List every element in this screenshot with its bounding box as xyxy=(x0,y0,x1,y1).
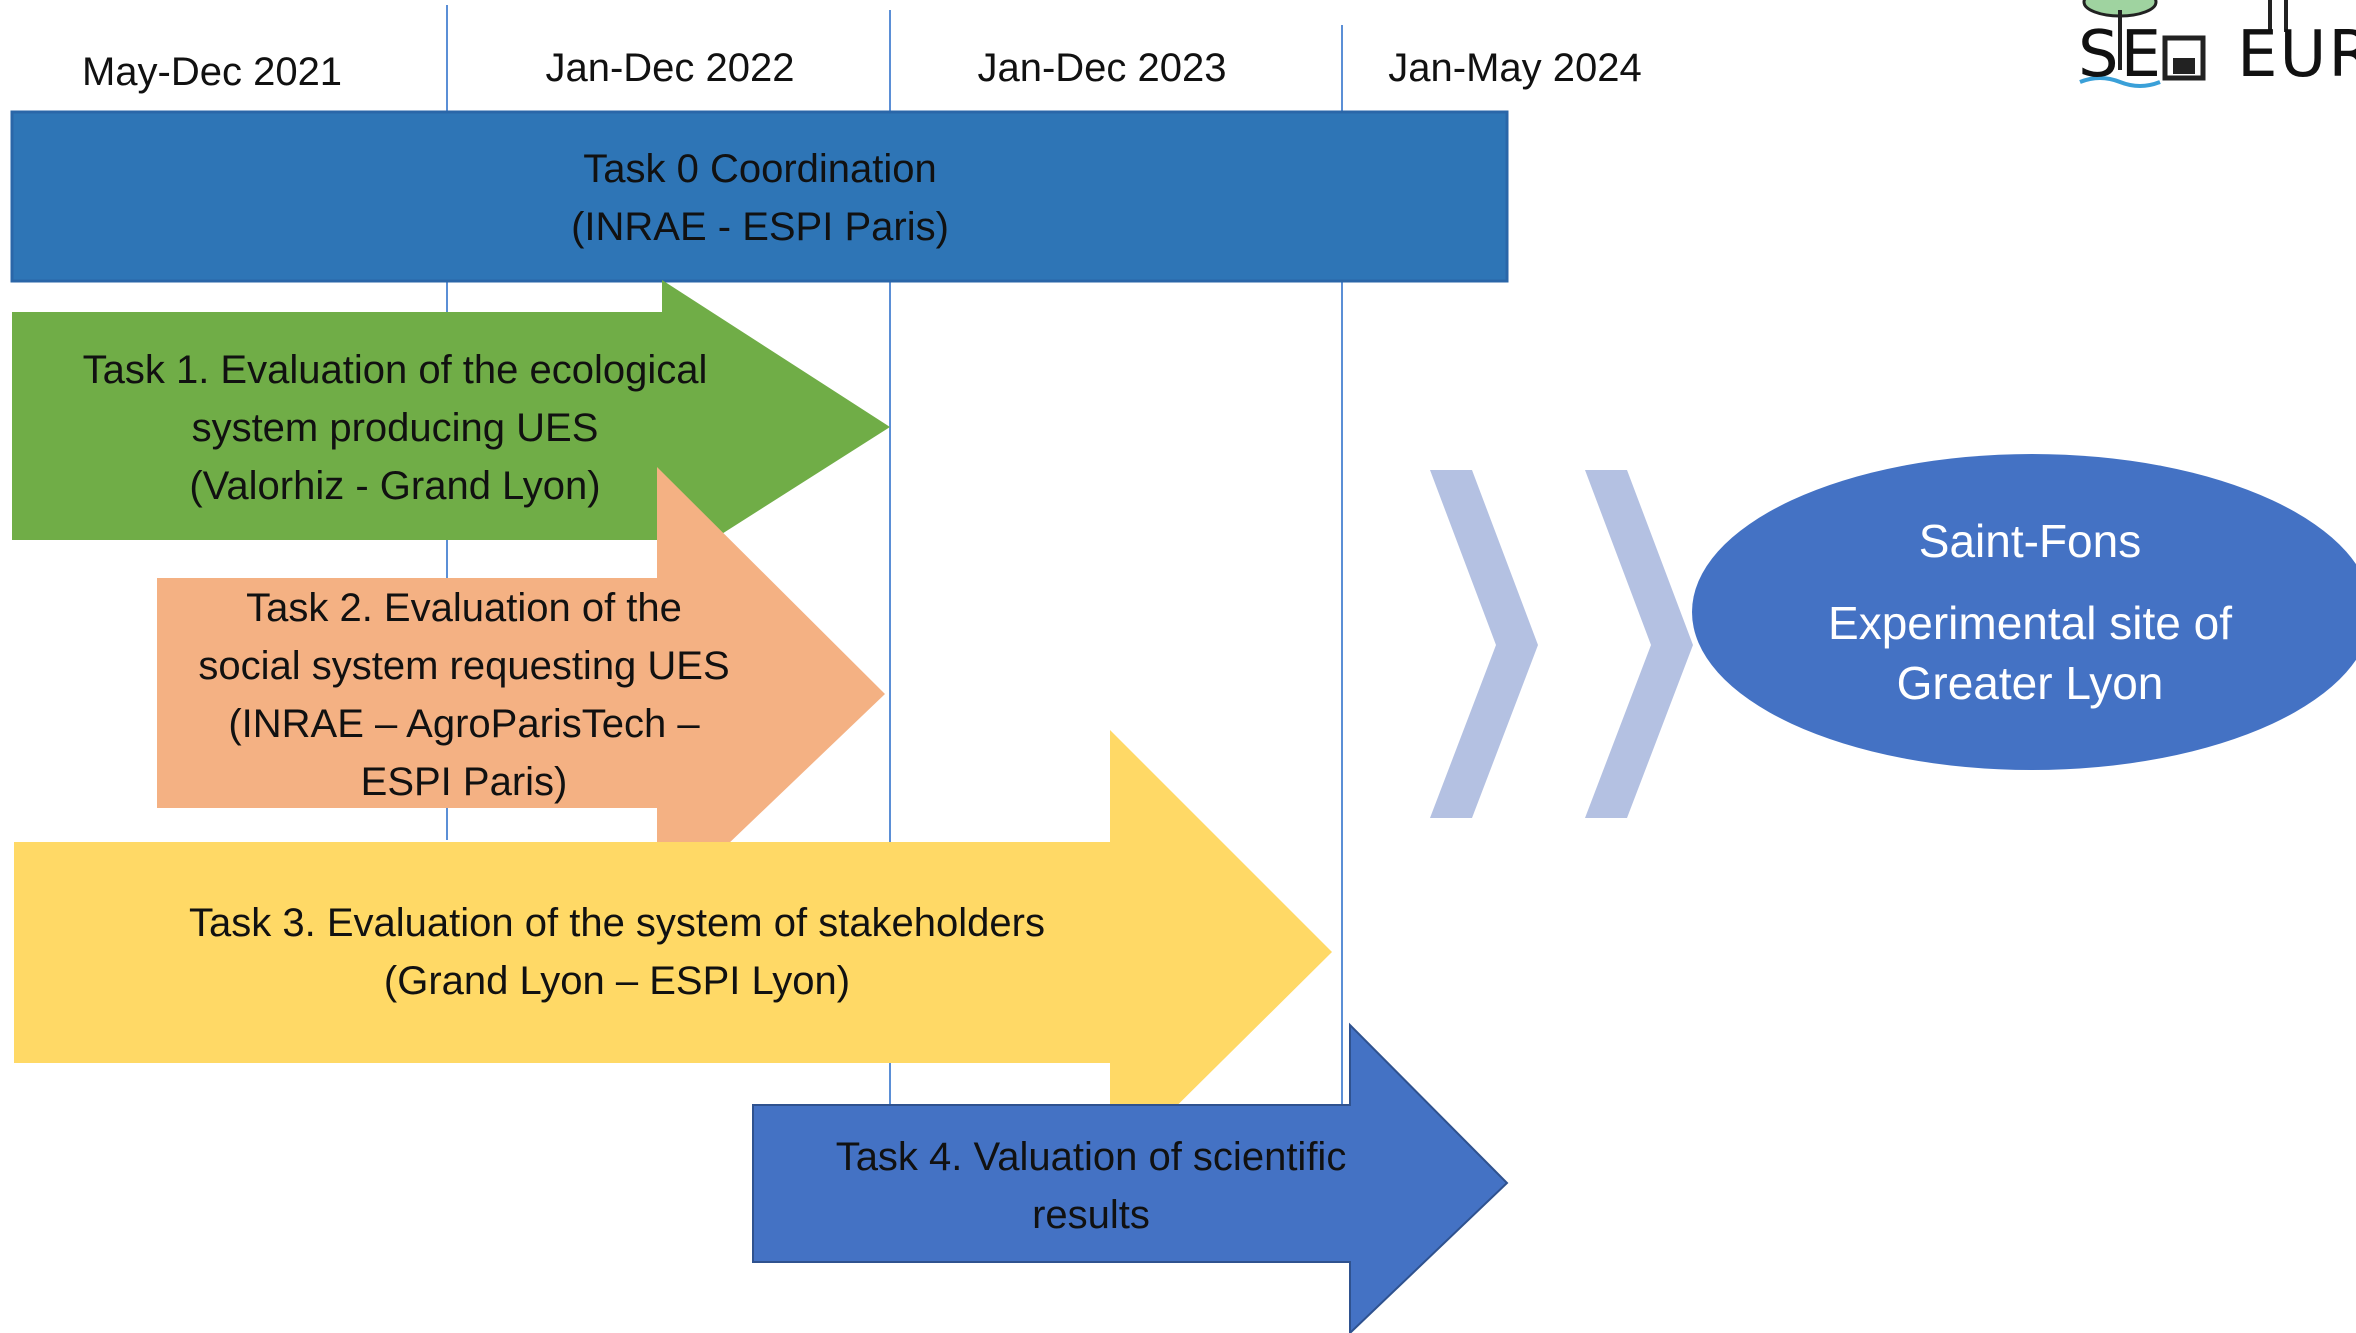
task-3-label: Task 3. Evaluation of the system of stak… xyxy=(189,894,1045,1010)
task-2-line-2: social system requesting UES xyxy=(198,644,730,688)
logo-text-right: EUR xyxy=(2237,18,2356,92)
task-1-line-1: Task 1. Evaluation of the ecological xyxy=(82,348,708,392)
task-2-line-4: ESPI Paris) xyxy=(360,760,568,804)
task-3-line-1: Task 3. Evaluation of the system of stak… xyxy=(189,901,1045,945)
task-2-line-1: Task 2. Evaluation of the xyxy=(246,586,682,630)
task-1-line-3: (Valorhiz - Grand Lyon) xyxy=(189,464,601,508)
task-2-line-3: (INRAE – AgroParisTech – xyxy=(228,702,700,746)
task-4-line-2: results xyxy=(1032,1193,1150,1237)
task-2-arrow xyxy=(157,467,885,912)
logo-text: SE EUR xyxy=(2078,18,2356,92)
task-3-line-2: (Grand Lyon – ESPI Lyon) xyxy=(383,959,851,1003)
logo-text-left: SE xyxy=(2078,18,2164,92)
site-label: Saint-Fons Experimental site of Greater … xyxy=(1828,511,2232,713)
site-name: Saint-Fons xyxy=(1918,515,2142,567)
task-1-label: Task 1. Evaluation of the ecological sys… xyxy=(83,341,708,515)
task-3-arrow xyxy=(14,730,1332,1172)
period-header-2021: May-Dec 2021 xyxy=(81,50,343,94)
period-header-2023: Jan-Dec 2023 xyxy=(977,46,1227,90)
chevron-2 xyxy=(1585,470,1693,818)
task-4-line-1: Task 4. Valuation of scientific xyxy=(835,1135,1347,1179)
site-ellipse xyxy=(1692,454,2356,770)
task-0-line-2: (INRAE - ESPI Paris) xyxy=(571,205,949,249)
logo-graphic xyxy=(2079,0,2288,88)
site-description-line-2: Greater Lyon xyxy=(1896,657,2164,709)
task-4-label: Task 4. Valuation of scientific results xyxy=(836,1128,1347,1244)
task-1-line-2: system producing UES xyxy=(191,406,599,450)
task-4-arrow xyxy=(752,1022,1509,1333)
seeur-logo: SE EUR xyxy=(2070,0,2356,100)
site-description-line-1: Experimental site of xyxy=(1828,597,2232,649)
task-2-label: Task 2. Evaluation of the social system … xyxy=(198,579,729,811)
task-0-line-1: Task 0 Coordination xyxy=(583,147,937,191)
task-0-bar xyxy=(10,110,1509,283)
period-header-2024: Jan-May 2024 xyxy=(1388,46,1642,90)
chevron-1 xyxy=(1430,470,1538,818)
period-header-2022: Jan-Dec 2022 xyxy=(545,46,795,90)
task-0-label: Task 0 Coordination (INRAE - ESPI Paris) xyxy=(571,140,949,256)
